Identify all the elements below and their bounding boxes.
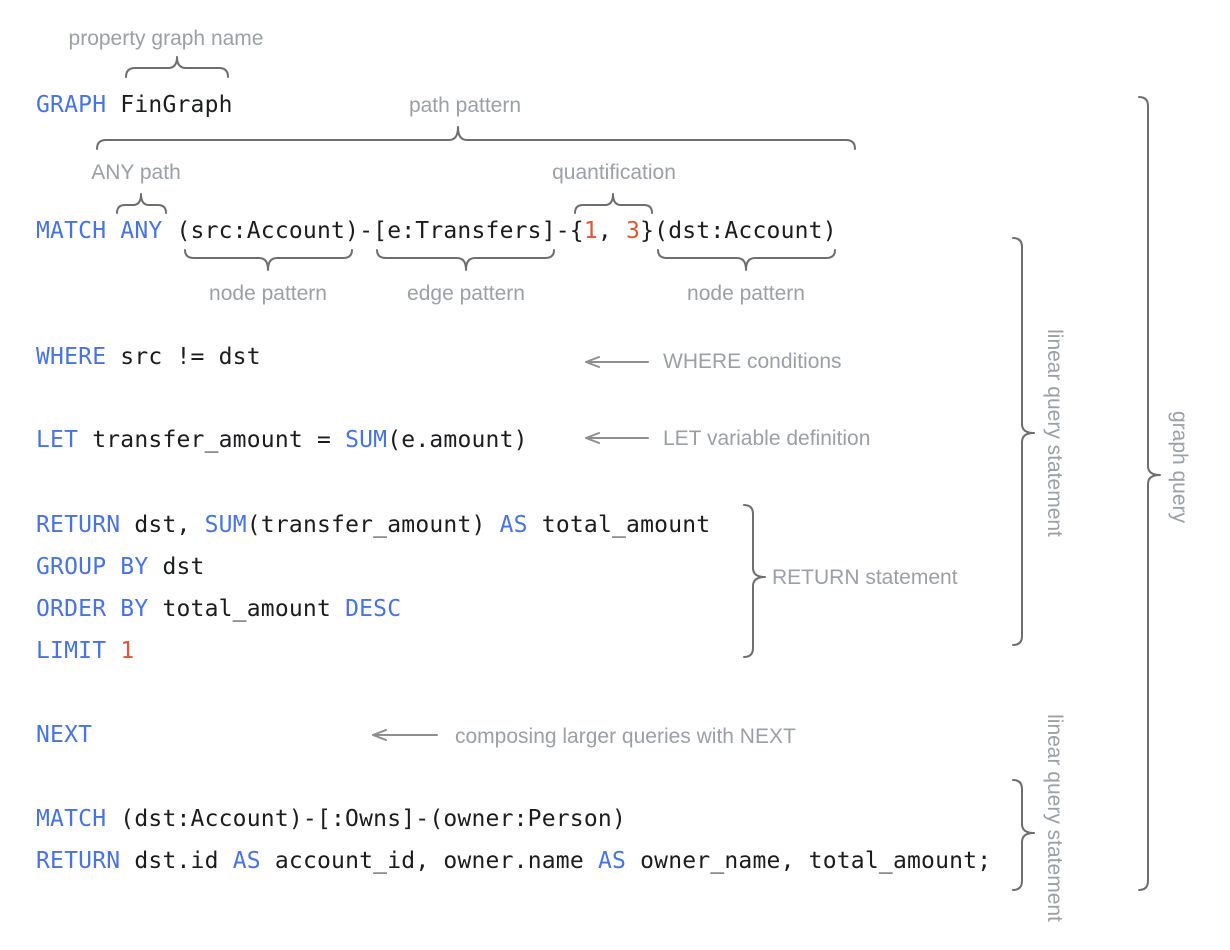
brace-edge-pattern: [376, 249, 555, 271]
code-line-next: NEXT: [36, 721, 92, 749]
code-token: (e.amount): [387, 427, 528, 453]
code-token: GRAPH: [36, 92, 107, 118]
arrow-composing-next: [372, 729, 438, 741]
label-any-path: ANY path: [91, 161, 181, 184]
code-token: account_id, owner.name: [260, 848, 598, 874]
label-node-pattern-src: node pattern: [209, 282, 327, 305]
code-line-match-1: MATCH ANY (src:Account)-[e:Transfers]-{1…: [36, 217, 837, 245]
code-token: total_amount: [527, 512, 711, 538]
code-token: [106, 638, 120, 664]
label-edge-pattern: edge pattern: [407, 282, 525, 305]
label-let-variable-definition: LET variable definition: [663, 427, 871, 450]
code-token: MATCH: [36, 806, 107, 832]
code-token: DESC: [345, 596, 402, 622]
code-token: MATCH ANY: [36, 218, 163, 244]
code-token: (src:Account)-[e:Transfers]-{: [162, 218, 584, 244]
code-token: RETURN: [36, 512, 121, 538]
brace-graph-query: [1138, 96, 1161, 891]
label-linear-query-statement-1: linear query statement: [1043, 329, 1066, 537]
code-token: LET: [36, 427, 79, 453]
label-node-pattern-dst: node pattern: [687, 282, 805, 305]
code-token: NEXT: [36, 722, 93, 748]
code-token: GROUP BY: [36, 554, 149, 580]
brace-property-graph-name: [125, 56, 229, 78]
code-token: SUM: [204, 512, 247, 538]
code-token: 1: [583, 218, 598, 244]
label-graph-query: graph query: [1168, 410, 1191, 524]
label-property-graph-name: property graph name: [68, 27, 264, 50]
label-return-statement: RETURN statement: [772, 566, 958, 589]
code-token: (transfer_amount): [246, 512, 500, 538]
code-line-group-by: GROUP BY dst: [36, 553, 205, 581]
brace-node-pattern-dst: [657, 249, 836, 271]
code-token: (dst:Account)-[:Owns]-(owner:Person): [106, 806, 626, 832]
label-where-conditions: WHERE conditions: [663, 350, 842, 373]
label-linear-query-statement-2: linear query statement: [1043, 714, 1066, 922]
code-token: src != dst: [106, 344, 261, 370]
code-token: RETURN: [36, 848, 121, 874]
label-composing-next: composing larger queries with NEXT: [455, 725, 796, 748]
code-line-match-2: MATCH (dst:Account)-[:Owns]-(owner:Perso…: [36, 805, 626, 833]
code-token: transfer_amount =: [78, 427, 346, 453]
code-token: AS: [232, 848, 261, 874]
brace-node-pattern-src: [184, 249, 353, 271]
code-token: ORDER BY: [36, 596, 149, 622]
code-token: LIMIT: [36, 638, 107, 664]
brace-quantification: [574, 193, 653, 214]
code-token: total_amount: [148, 596, 346, 622]
code-line-order-by: ORDER BY total_amount DESC: [36, 595, 401, 623]
code-line-where: WHERE src != dst: [36, 343, 261, 371]
code-token: FinGraph: [106, 92, 233, 118]
brace-path-pattern: [96, 126, 856, 150]
brace-return-statement: [743, 504, 766, 658]
code-token: AS: [597, 848, 627, 874]
code-line-graph: GRAPH FinGraph: [36, 91, 233, 119]
code-token: 3: [626, 218, 641, 244]
label-quantification: quantification: [552, 161, 676, 184]
code-line-limit: LIMIT 1: [36, 637, 134, 665]
code-token: WHERE: [36, 344, 107, 370]
code-line-return-1: RETURN dst, SUM(transfer_amount) AS tota…: [36, 511, 710, 539]
code-token: dst: [148, 554, 205, 580]
brace-linear-query-statement-2: [1012, 779, 1035, 891]
arrow-let-variable: [585, 432, 649, 444]
brace-linear-query-statement-1: [1012, 237, 1035, 646]
code-token: 1: [120, 638, 135, 664]
arrow-where-conditions: [585, 356, 649, 368]
label-path-pattern: path pattern: [408, 94, 522, 117]
code-token: dst.id: [120, 848, 233, 874]
code-token: owner_name, total_amount;: [626, 848, 992, 874]
code-line-return-2: RETURN dst.id AS account_id, owner.name …: [36, 847, 991, 875]
code-token: SUM: [345, 427, 388, 453]
code-token: AS: [499, 512, 528, 538]
brace-any-path: [116, 193, 167, 214]
code-line-let: LET transfer_amount = SUM(e.amount): [36, 426, 528, 454]
code-token: dst,: [120, 512, 205, 538]
code-token: ,: [597, 218, 627, 244]
code-token: }(dst:Account): [640, 218, 837, 244]
